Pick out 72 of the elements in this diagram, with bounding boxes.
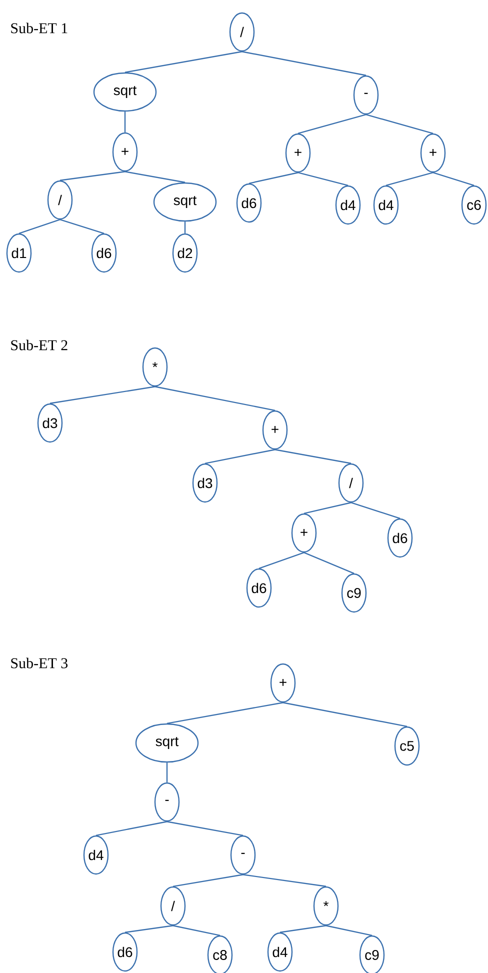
tree-edge xyxy=(242,51,366,76)
tree-edge xyxy=(166,762,168,782)
tree-edge xyxy=(242,874,326,887)
tree-node: c9 xyxy=(341,573,367,613)
tree-node: d4 xyxy=(267,932,293,972)
tree-node: d3 xyxy=(37,403,63,443)
tree-node: + xyxy=(270,663,296,703)
tree-edge xyxy=(96,821,168,836)
tree-edge xyxy=(124,925,174,933)
tree-node: sqrt xyxy=(153,182,217,222)
tree-node: c9 xyxy=(359,935,385,973)
tree-edge xyxy=(350,502,400,519)
tree-edge xyxy=(154,386,276,411)
tree-node: - xyxy=(230,835,256,875)
tree-edge xyxy=(172,925,220,936)
tree-title: Sub-ET 2 xyxy=(11,340,68,350)
tree-node: d6 xyxy=(112,932,138,972)
tree-edge xyxy=(204,449,276,464)
tree-edge xyxy=(124,171,186,183)
tree-edge xyxy=(60,171,126,181)
tree-edge xyxy=(282,702,408,727)
tree-node: d2 xyxy=(172,233,198,273)
tree-node: d4 xyxy=(335,185,361,225)
tree-node: / xyxy=(160,886,186,926)
tree-edge xyxy=(326,925,372,936)
tree-node: sqrt xyxy=(93,72,157,112)
tree-edge xyxy=(304,552,354,574)
tree-edge xyxy=(166,821,244,836)
tree-node: - xyxy=(353,75,379,115)
tree-edge xyxy=(432,172,474,186)
tree-edge xyxy=(60,219,104,234)
tree-node: d4 xyxy=(373,185,399,225)
tree-edge xyxy=(50,386,156,404)
tree-edge xyxy=(124,112,126,132)
tree-edge xyxy=(298,114,366,134)
tree-edge xyxy=(304,502,352,514)
tree-node: + xyxy=(291,513,317,553)
tree-node: + xyxy=(112,132,138,172)
tree-edge xyxy=(18,219,60,234)
tree-node: / xyxy=(338,463,364,503)
tree-node: d6 xyxy=(387,518,413,558)
tree-node: + xyxy=(420,133,446,173)
tree-node: d4 xyxy=(83,835,109,875)
tree-node: * xyxy=(142,347,168,387)
tree-node: sqrt xyxy=(135,723,199,763)
tree-edge xyxy=(248,172,298,184)
tree-title: Sub-ET 3 xyxy=(11,658,68,668)
tree-edge xyxy=(166,702,284,724)
tree-node: * xyxy=(313,886,339,926)
tree-node: c6 xyxy=(461,185,487,225)
tree-edge xyxy=(258,552,304,569)
tree-node: / xyxy=(47,180,73,220)
tree-edge xyxy=(274,449,352,464)
tree-node: c8 xyxy=(207,935,233,973)
tree-node: d6 xyxy=(91,233,117,273)
tree-node: / xyxy=(229,12,255,52)
tree-edge xyxy=(172,874,244,887)
tree-edge xyxy=(298,172,348,186)
tree-edge xyxy=(366,114,434,134)
tree-node: d3 xyxy=(192,463,218,503)
tree-node: d6 xyxy=(246,568,272,608)
tree-edge xyxy=(184,222,186,234)
tree-node: - xyxy=(154,782,180,822)
tree-node: + xyxy=(285,133,311,173)
tree-edge xyxy=(280,925,326,933)
tree-edge xyxy=(386,172,434,186)
tree-node: d6 xyxy=(236,183,262,223)
tree-node: c5 xyxy=(394,726,420,766)
tree-node: + xyxy=(262,410,288,450)
tree-edge xyxy=(124,51,242,73)
tree-title: Sub-ET 1 xyxy=(11,22,68,34)
tree-node: d1 xyxy=(6,233,32,273)
